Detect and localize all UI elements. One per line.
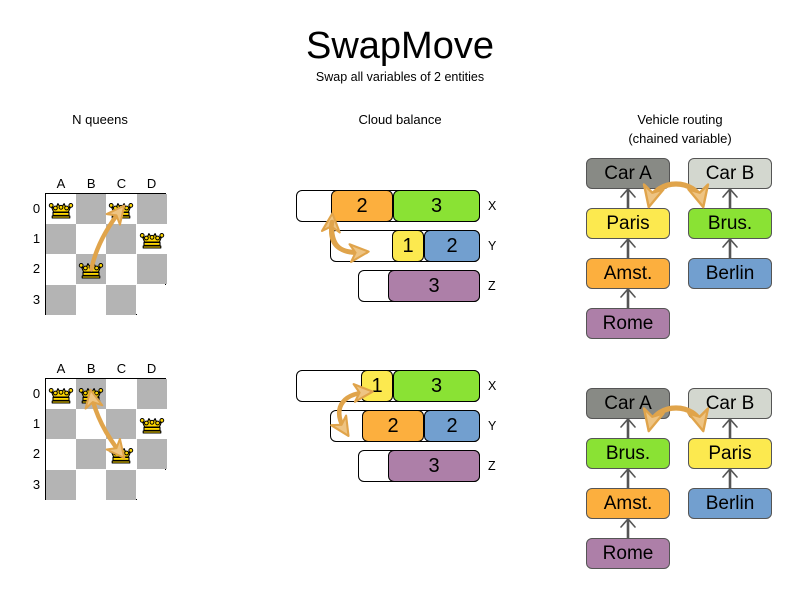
swap-arrow-icon [642, 405, 710, 433]
board-cell[interactable] [136, 469, 167, 500]
page-subtitle: Swap all variables of 2 entities [315, 70, 485, 84]
board-rank-label: 3 [32, 476, 41, 492]
swap-arrow-icon [330, 383, 374, 437]
board-cell[interactable] [136, 284, 167, 315]
board-cell[interactable] [136, 194, 167, 224]
swap-arrow-icon [320, 212, 370, 264]
process-segment[interactable]: 3 [388, 270, 480, 302]
swap-arrow-icon [642, 181, 710, 209]
board-rank-label: 1 [32, 231, 41, 247]
page-title: SwapMove [306, 25, 494, 67]
chain-link-arrows-icon [620, 417, 636, 538]
board-cell[interactable] [76, 469, 107, 500]
board-rank-label: 0 [32, 386, 41, 401]
section-heading-vehicle-routing: Vehicle routing (chained variable) [575, 110, 785, 148]
process-segment[interactable]: 2 [424, 230, 480, 262]
process-segment[interactable]: 1 [392, 230, 424, 262]
vehicle-node[interactable]: Car B [688, 388, 772, 419]
board-file-label: D [146, 176, 157, 191]
process-segment[interactable]: 3 [388, 450, 480, 482]
computer-label: Z [488, 459, 496, 473]
board-cell[interactable] [136, 439, 167, 470]
n-queens-board-before: A B C D 0 1 2 3 [33, 177, 167, 315]
customer-node[interactable]: Rome [586, 308, 670, 339]
customer-node[interactable]: Paris [586, 208, 670, 239]
board-rank-label: 3 [32, 291, 41, 307]
board-cell[interactable] [106, 224, 137, 255]
board-cell[interactable] [106, 284, 137, 315]
vrp-heading-line-2: (chained variable) [628, 131, 732, 146]
computer-label: X [488, 199, 497, 213]
board-cell[interactable] [46, 254, 76, 285]
chain-link-arrows-icon [722, 187, 738, 258]
board-file-label: C [116, 361, 127, 376]
board-cell[interactable] [46, 224, 76, 255]
board-cell[interactable] [46, 409, 76, 440]
computer-label: Y [488, 239, 497, 253]
board-cell[interactable] [46, 469, 76, 500]
board-file-label: A [56, 361, 66, 376]
board-cell[interactable] [76, 194, 107, 224]
board-file-label: C [116, 176, 127, 191]
process-segment[interactable]: 3 [393, 370, 480, 402]
process-segment[interactable]: 2 [331, 190, 393, 222]
process-segment[interactable]: 3 [393, 190, 480, 222]
board-file-label: A [56, 176, 66, 191]
n-queens-board-after: A B C D 0 1 2 3 [33, 362, 167, 500]
chain-link-arrows-icon [620, 187, 636, 308]
board-cell[interactable] [136, 379, 167, 409]
board-cell[interactable] [46, 439, 76, 470]
customer-node[interactable]: Amst. [586, 488, 670, 519]
swap-arrow-icon [84, 388, 126, 459]
board-cell[interactable] [106, 469, 137, 500]
board-cell[interactable] [136, 254, 167, 285]
computer-label: X [488, 379, 497, 393]
customer-node[interactable]: Paris [688, 438, 772, 469]
section-heading-cloud-balance: Cloud balance [358, 112, 442, 127]
process-segment[interactable]: 2 [424, 410, 480, 442]
computer-label: Z [488, 279, 496, 293]
board-rank-label: 1 [32, 416, 41, 432]
section-heading-n-queens: N queens [72, 112, 128, 127]
board-rank-label: 2 [32, 261, 41, 277]
board-rank-label: 2 [32, 446, 41, 462]
board-cell[interactable] [106, 254, 137, 285]
vrp-heading-line-1: Vehicle routing [637, 112, 723, 127]
chessboard[interactable]: A B C D 0 1 2 3 [33, 177, 167, 315]
chessboard[interactable]: A B C D 0 1 2 3 [33, 362, 167, 500]
vehicle-node[interactable]: Car A [586, 388, 670, 419]
board-cell[interactable] [76, 284, 107, 315]
customer-node[interactable]: Rome [586, 538, 670, 569]
customer-node[interactable]: Brus. [586, 438, 670, 469]
board-rank-label: 0 [32, 201, 41, 216]
board-file-label: B [86, 361, 96, 376]
customer-node[interactable]: Berlin [688, 488, 772, 519]
customer-node[interactable]: Berlin [688, 258, 772, 289]
chain-link-arrows-icon [722, 417, 738, 488]
board-file-label: B [86, 176, 96, 191]
board-cell[interactable] [46, 284, 76, 315]
swap-arrow-icon [89, 204, 126, 272]
board-file-label: D [146, 361, 157, 376]
computer-label: Y [488, 419, 497, 433]
